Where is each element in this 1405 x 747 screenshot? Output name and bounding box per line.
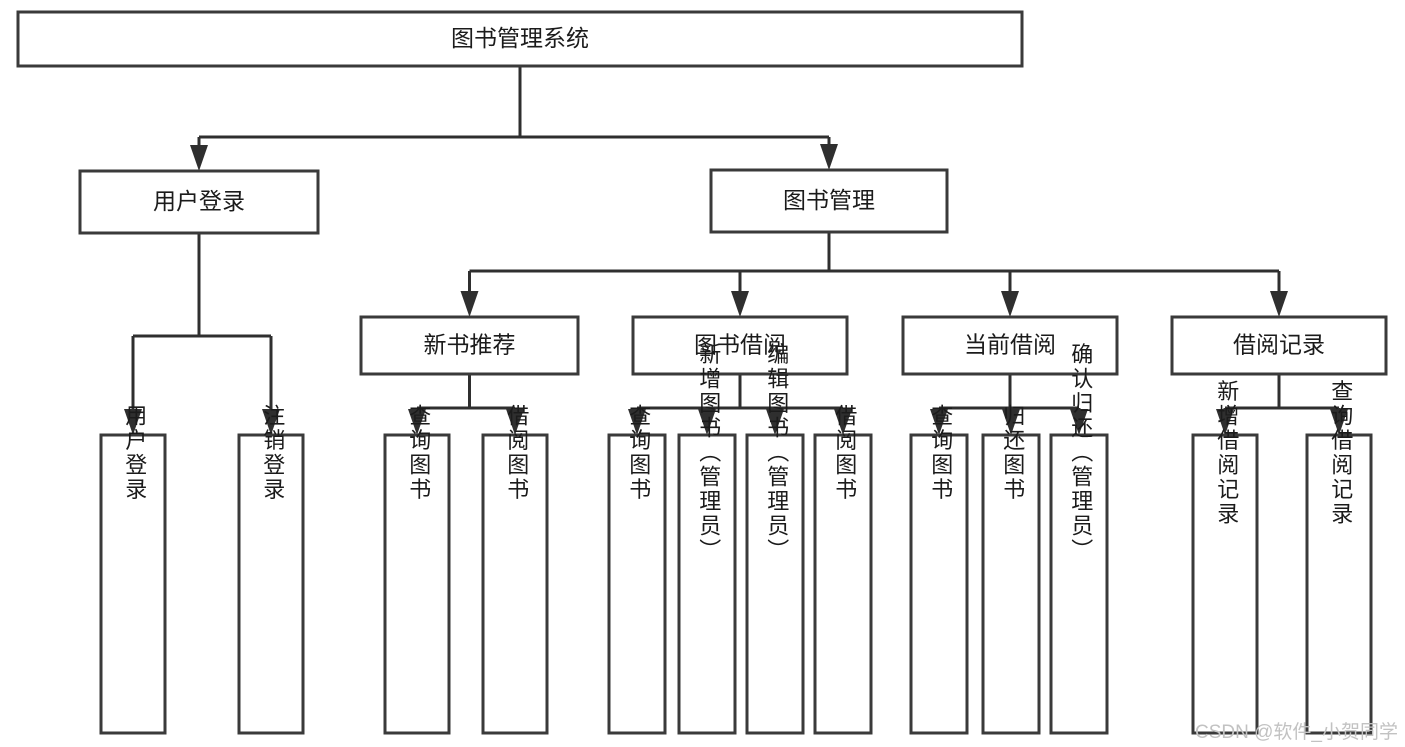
node-label-add-borrow-record: 新增借阅记录 <box>1214 380 1239 527</box>
node-label-query-book-1: 查询图书 <box>406 404 431 502</box>
node-book-manage[interactable]: 图书管理 <box>709 168 949 234</box>
node-label-borrow-book-1: 借阅图书 <box>504 404 529 502</box>
node-label-book-manage: 图书管理 <box>783 187 875 213</box>
node-box-query-book-2 <box>607 433 667 735</box>
node-box-query-book-1 <box>383 433 451 735</box>
node-current-borrow[interactable]: 当前借阅 <box>901 315 1119 376</box>
node-label-query-book-3: 查询图书 <box>928 404 953 502</box>
node-label-current-borrow: 当前借阅 <box>964 332 1056 358</box>
edge-book-borrow-to-query-book-2-arrowhead <box>628 409 646 435</box>
node-query-borrow-record[interactable]: 查询借阅记录 <box>1305 380 1373 735</box>
csdn-watermark: CSDN @软件_小贺同学 <box>1195 721 1398 743</box>
edge-current-borrow-to-query-book-3-arrowhead <box>930 409 948 435</box>
edge-book-manage-to-borrow-record-arrowhead <box>1270 291 1288 317</box>
nodes-layer: 图书管理系统用户登录用户登录注销登录图书管理新书推荐查询图书借阅图书图书借阅查询… <box>16 10 1388 735</box>
node-confirm-return-admin[interactable]: 确认归还（管理员） <box>1049 343 1109 735</box>
node-query-book-1[interactable]: 查询图书 <box>383 404 451 735</box>
node-box-confirm-return-admin <box>1049 433 1109 735</box>
node-box-edit-book-admin <box>745 433 805 735</box>
edge-root-to-user-login-arrowhead <box>190 145 208 171</box>
node-box-borrow-record <box>1170 315 1388 376</box>
edge-borrow-record-to-add-borrow-record-arrowhead <box>1216 409 1234 435</box>
edge-book-manage-to-new-book-recommend-arrowhead <box>460 291 479 317</box>
node-box-user-logout <box>237 433 305 735</box>
edge-root-to-book-manage-arrowhead <box>820 144 838 170</box>
node-box-current-borrow <box>901 315 1119 376</box>
edge-book-borrow-to-add-book-admin-arrowhead <box>698 409 716 435</box>
node-label-return-book: 归还图书 <box>1000 404 1025 502</box>
node-label-borrow-book-2: 借阅图书 <box>832 404 857 502</box>
node-box-borrow-book-1 <box>481 433 549 735</box>
node-user-login[interactable]: 用户登录 <box>78 169 320 235</box>
node-box-new-book-recommend <box>359 315 580 376</box>
node-book-borrow[interactable]: 图书借阅 <box>631 315 849 376</box>
node-box-return-book <box>981 433 1041 735</box>
node-add-borrow-record[interactable]: 新增借阅记录 <box>1191 380 1259 735</box>
edge-book-manage-to-current-borrow-arrowhead <box>1001 291 1019 317</box>
edge-book-borrow-to-edit-book-admin-arrowhead <box>766 409 784 435</box>
node-box-root <box>16 10 1024 68</box>
edge-current-borrow-to-return-book-arrowhead <box>1002 409 1020 435</box>
node-label-add-book-admin: 新增图书（管理员） <box>696 343 721 564</box>
node-box-book-manage <box>709 168 949 234</box>
node-label-book-borrow: 图书借阅 <box>694 332 786 358</box>
node-box-borrow-book-2 <box>813 433 873 735</box>
node-label-borrow-record: 借阅记录 <box>1233 332 1325 358</box>
edge-user-login-to-user-logout-arrowhead <box>262 409 280 435</box>
node-new-book-recommend[interactable]: 新书推荐 <box>359 315 580 376</box>
node-label-new-book-recommend: 新书推荐 <box>424 332 516 358</box>
node-box-user-login <box>78 169 320 235</box>
node-box-add-book-admin <box>677 433 737 735</box>
node-return-book[interactable]: 归还图书 <box>981 404 1041 735</box>
node-user-logout[interactable]: 注销登录 <box>237 404 305 735</box>
node-query-book-3[interactable]: 查询图书 <box>909 404 969 735</box>
node-label-user-login-do: 用户登录 <box>122 404 147 502</box>
node-borrow-record[interactable]: 借阅记录 <box>1170 315 1388 376</box>
edge-book-borrow-to-borrow-book-2-arrowhead <box>834 409 852 435</box>
node-borrow-book-2[interactable]: 借阅图书 <box>813 404 873 735</box>
edge-book-manage-to-book-borrow-arrowhead <box>731 291 749 317</box>
node-edit-book-admin[interactable]: 编辑图书（管理员） <box>745 343 805 735</box>
node-label-user-logout: 注销登录 <box>260 404 285 502</box>
node-label-root: 图书管理系统 <box>451 25 589 51</box>
edge-new-book-recommend-to-query-book-1-arrowhead <box>408 409 426 435</box>
node-box-add-borrow-record <box>1191 433 1259 735</box>
node-label-user-login: 用户登录 <box>153 188 245 214</box>
connectors-layer <box>124 66 1348 435</box>
node-query-book-2[interactable]: 查询图书 <box>607 404 667 735</box>
node-user-login-do[interactable]: 用户登录 <box>99 404 167 735</box>
edge-current-borrow-to-confirm-return-admin-arrowhead <box>1070 409 1088 435</box>
edge-user-login-to-user-login-do-arrowhead <box>124 409 142 435</box>
node-label-query-book-2: 查询图书 <box>626 404 651 502</box>
edge-borrow-record-to-query-borrow-record-arrowhead <box>1330 409 1348 435</box>
node-box-query-borrow-record <box>1305 433 1373 735</box>
node-borrow-book-1[interactable]: 借阅图书 <box>481 404 549 735</box>
node-box-book-borrow <box>631 315 849 376</box>
edge-new-book-recommend-to-borrow-book-1-arrowhead <box>506 409 524 435</box>
node-label-confirm-return-admin: 确认归还（管理员） <box>1068 343 1093 564</box>
node-label-edit-book-admin: 编辑图书（管理员） <box>764 343 789 564</box>
node-label-query-borrow-record: 查询借阅记录 <box>1328 380 1353 527</box>
node-box-query-book-3 <box>909 433 969 735</box>
node-root[interactable]: 图书管理系统 <box>16 10 1024 68</box>
node-add-book-admin[interactable]: 新增图书（管理员） <box>677 343 737 735</box>
node-box-user-login-do <box>99 433 167 735</box>
